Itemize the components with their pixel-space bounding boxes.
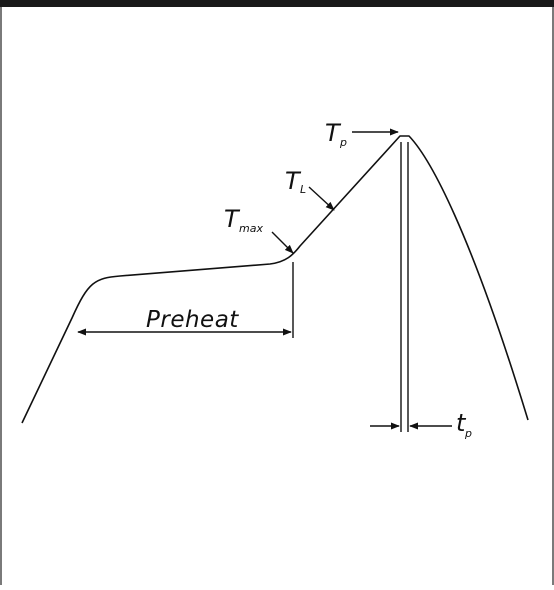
label-tl-main: T (285, 167, 302, 195)
label-tp-peak: T p (325, 119, 347, 149)
label-tmax: T max (224, 205, 263, 235)
label-tp-peak-main: T (325, 119, 342, 147)
label-tp-time: t p (456, 409, 472, 440)
label-tl: T L (285, 167, 306, 196)
tmax-arrow (271, 231, 294, 254)
top-border-bar (0, 0, 554, 7)
label-tp-time-sub: p (464, 427, 472, 440)
tl-arrow (308, 186, 335, 211)
label-tp-time-main: t (456, 409, 467, 437)
label-tmax-sub: max (239, 222, 263, 235)
label-tmax-main: T (224, 205, 241, 233)
label-tl-sub: L (300, 183, 306, 196)
label-preheat: Preheat (146, 307, 239, 333)
temperature-profile-curve (21, 135, 529, 424)
label-tp-peak-sub: p (339, 136, 347, 149)
